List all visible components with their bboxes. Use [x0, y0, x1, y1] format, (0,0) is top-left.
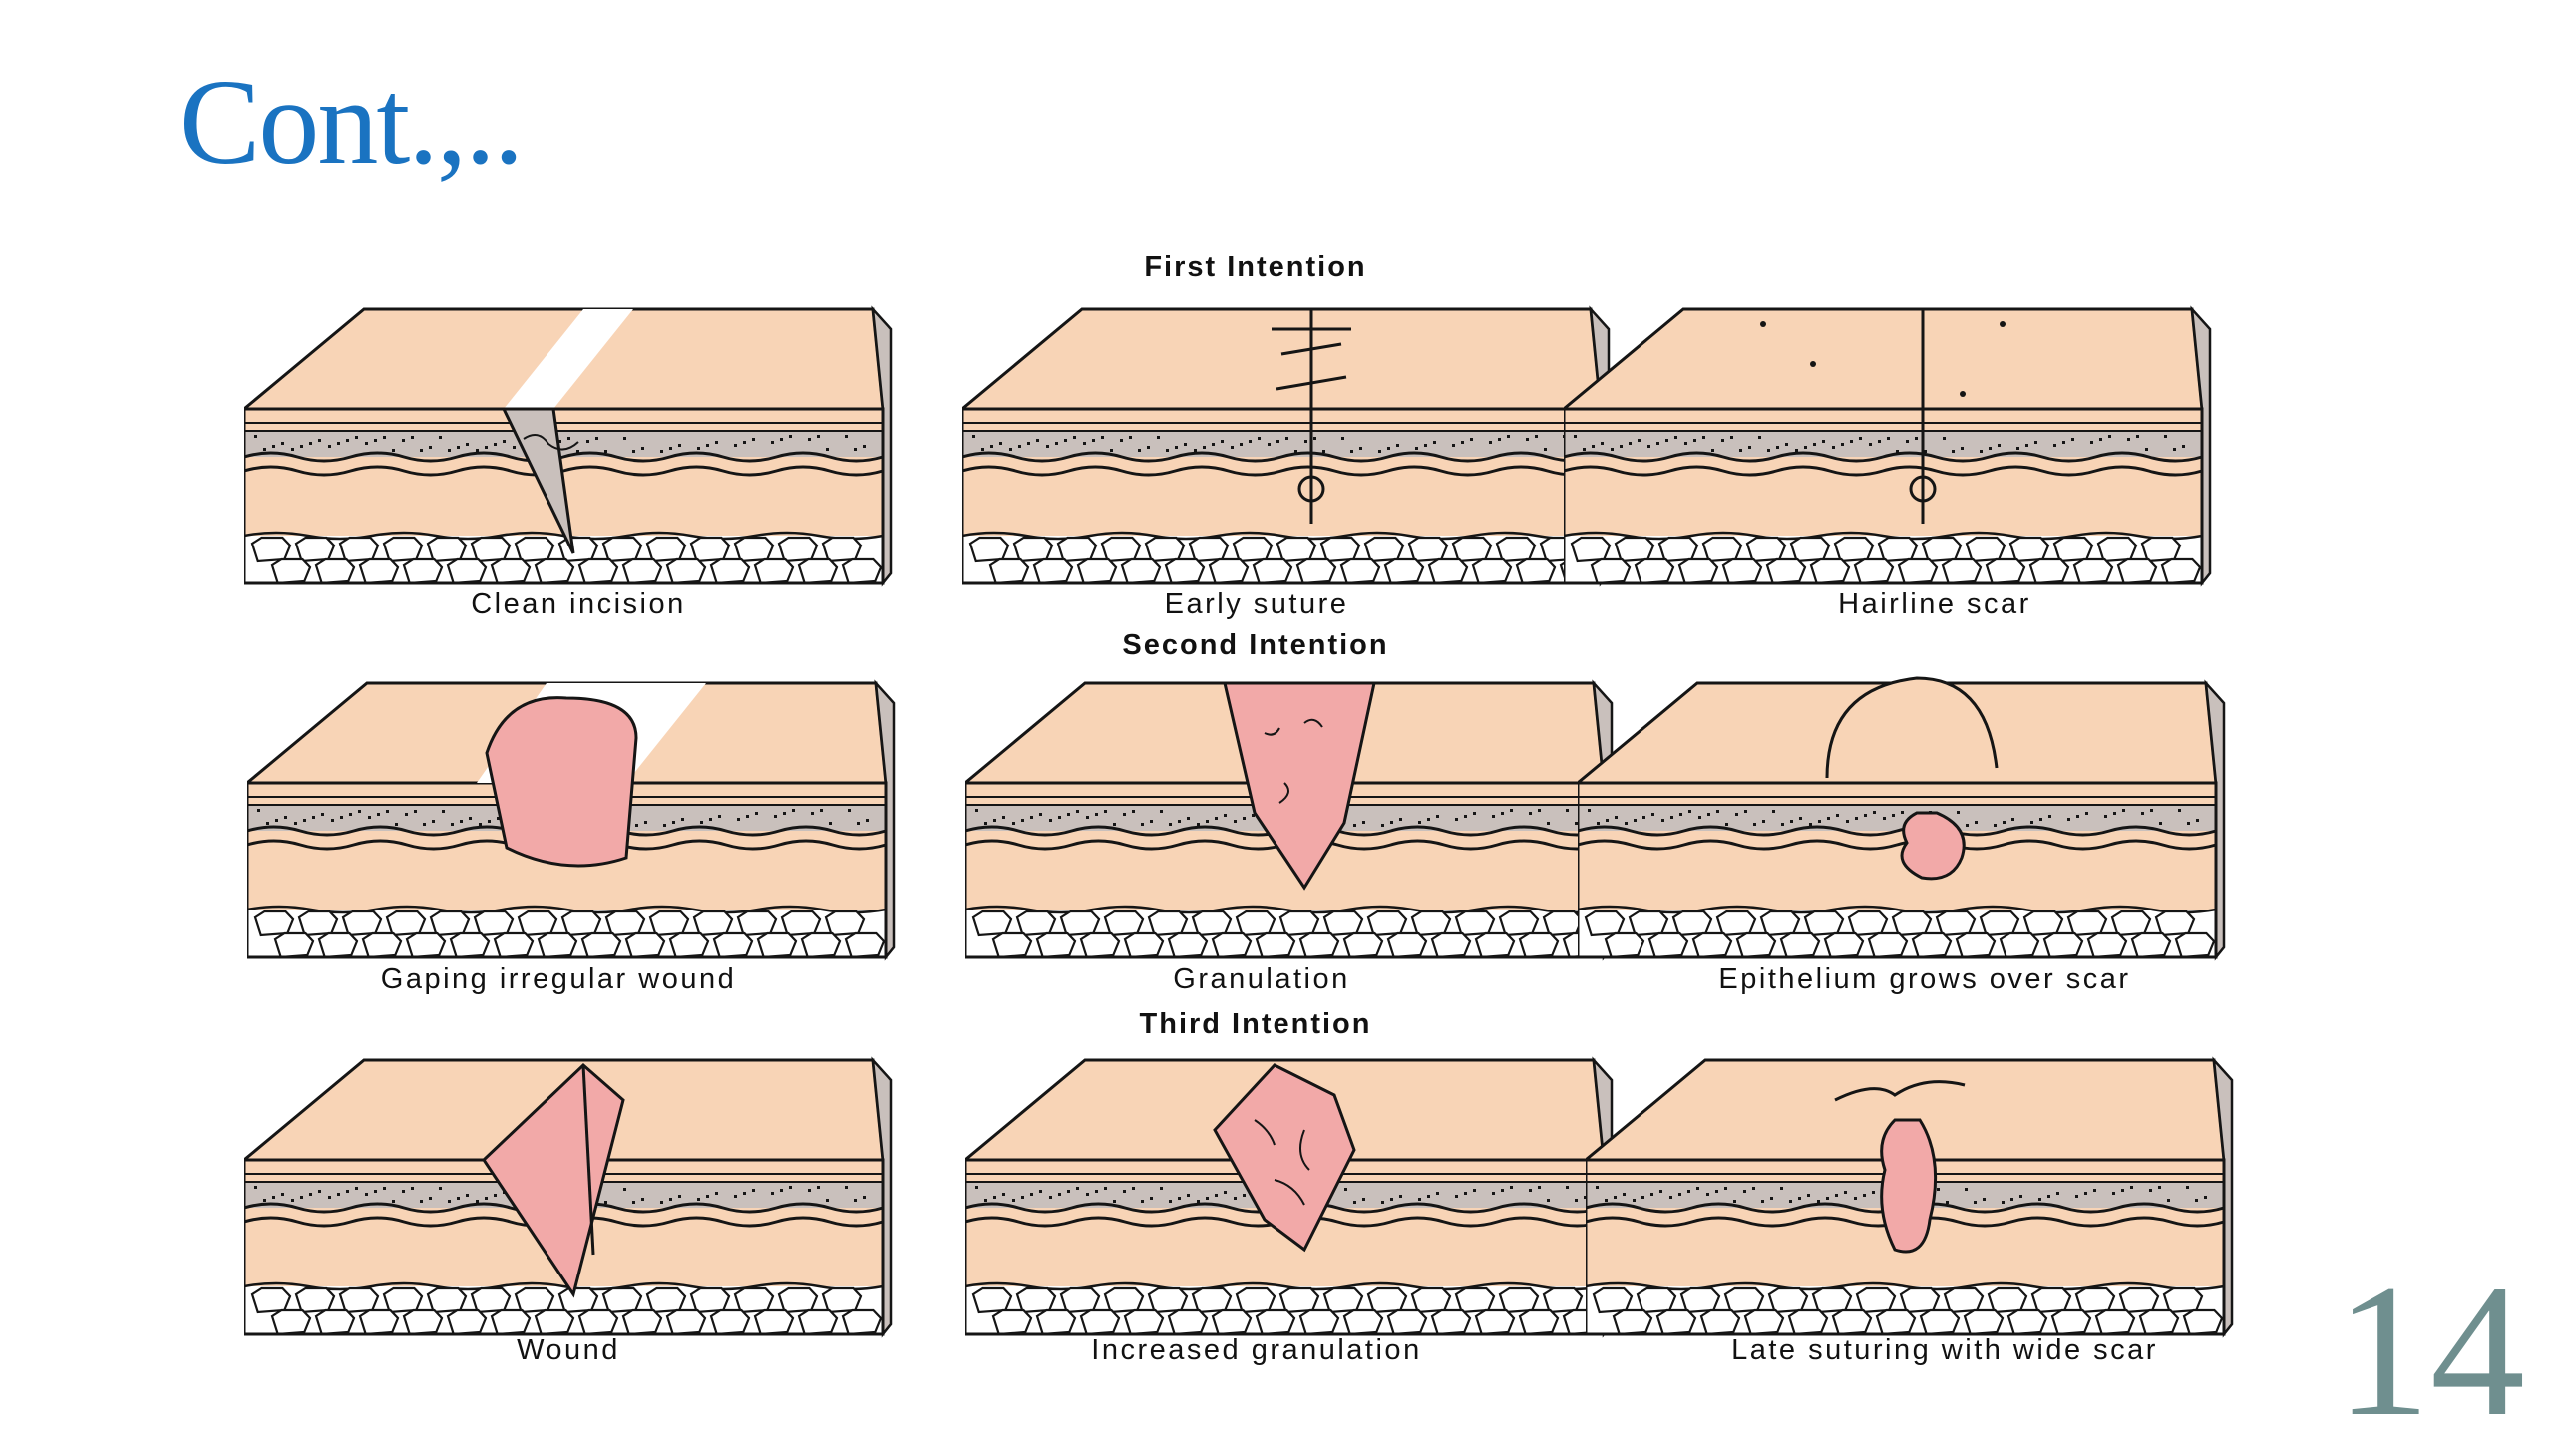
- slide-title: Cont.,..: [180, 55, 524, 189]
- panel-clean-incision: [244, 294, 942, 593]
- epithelium-over-scar-skin-block: [1578, 676, 2226, 961]
- caption-wound: Wound: [517, 1334, 620, 1366]
- caption-late-suturing-wide-scar: Late suturing with wide scar: [1731, 1334, 2158, 1366]
- late-suturing-wide-scar-skin-block: [1586, 1056, 2234, 1338]
- panel-epithelium-over-scar: [1578, 668, 2276, 967]
- caption-clean-incision: Clean incision: [471, 588, 686, 620]
- caption-early-suture: Early suture: [1164, 588, 1349, 620]
- caption-increased-granulation: Increased granulation: [1091, 1334, 1422, 1366]
- section-title-second-intention: Second Intention: [1122, 629, 1389, 661]
- slide-number: 14: [2336, 1247, 2525, 1456]
- clean-incision-skin-block: [244, 305, 893, 587]
- early-suture-skin-block: [962, 305, 1611, 587]
- panel-increased-granulation: [965, 1045, 1663, 1344]
- caption-epithelium-over-scar: Epithelium grows over scar: [1718, 963, 2131, 995]
- panel-late-suturing-wide-scar: [1586, 1045, 2284, 1344]
- panel-granulation: [965, 668, 1663, 967]
- gaping-wound-skin-block: [247, 679, 896, 961]
- panel-wound: [244, 1045, 942, 1344]
- panel-hairline-scar: [1564, 294, 2262, 593]
- caption-granulation: Granulation: [1173, 963, 1350, 995]
- hairline-scar-skin-block: [1564, 305, 2212, 587]
- panel-gaping-wound: [247, 668, 945, 967]
- wound-skin-block: [244, 1056, 893, 1338]
- section-title-first-intention: First Intention: [1144, 251, 1367, 283]
- caption-hairline-scar: Hairline scar: [1838, 588, 2031, 620]
- increased-granulation-skin-block: [965, 1056, 1614, 1338]
- section-title-third-intention: Third Intention: [1139, 1008, 1372, 1040]
- granulation-skin-block: [965, 679, 1614, 961]
- caption-gaping-wound: Gaping irregular wound: [380, 963, 737, 995]
- panel-early-suture: [962, 294, 1660, 593]
